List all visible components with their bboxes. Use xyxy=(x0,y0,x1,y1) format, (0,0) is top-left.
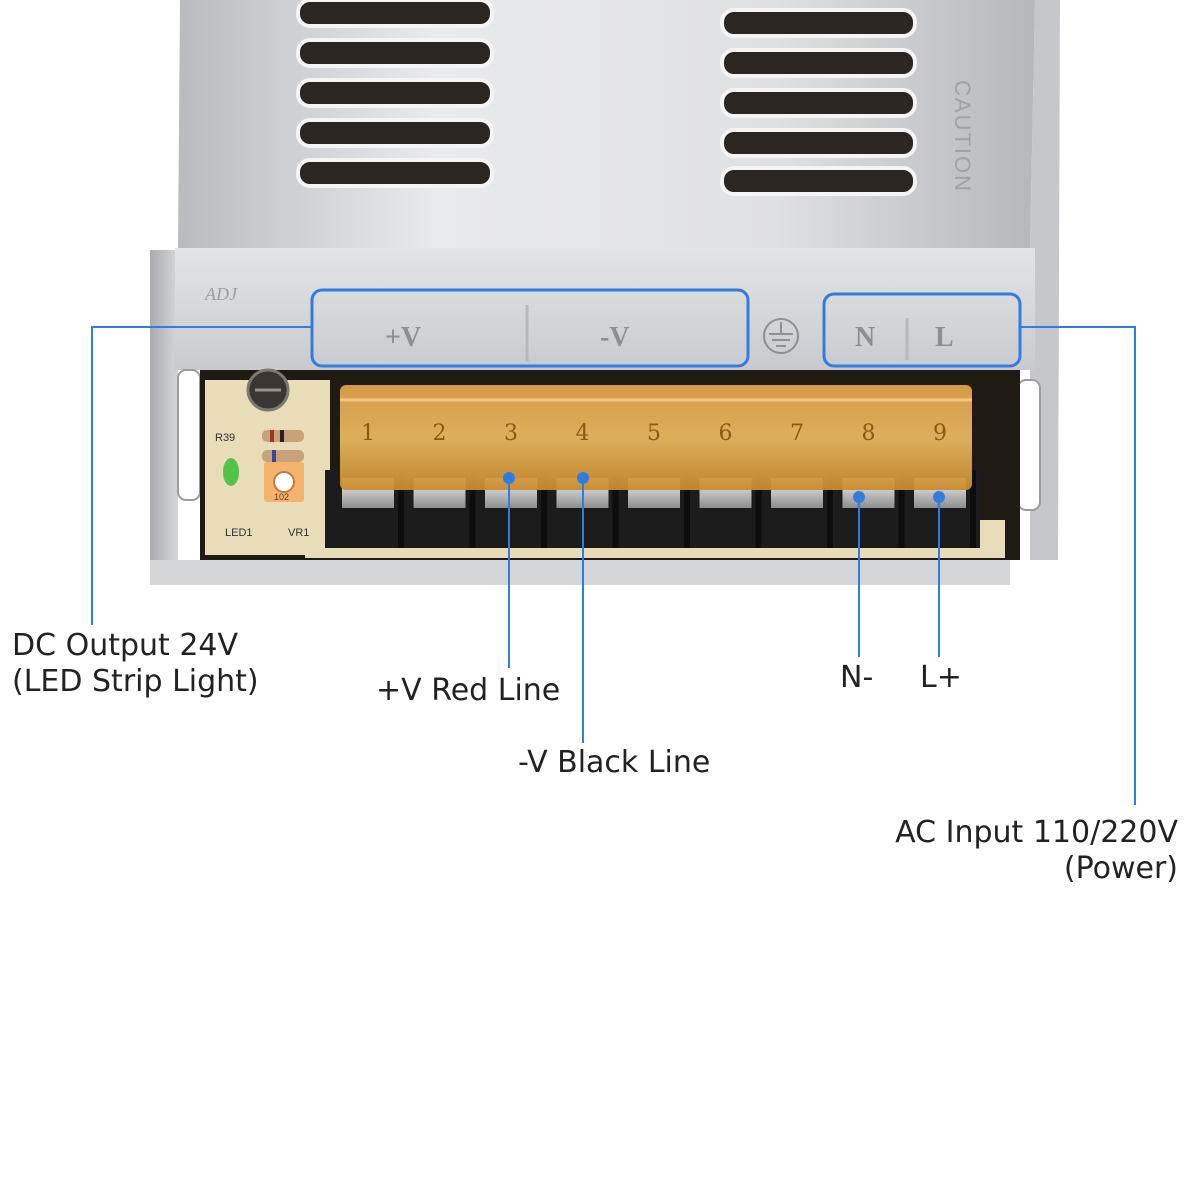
terminal-number: 2 xyxy=(433,421,447,446)
n-marking: N xyxy=(855,322,875,353)
l-marking: L xyxy=(935,322,954,353)
adj-marking: ADJ xyxy=(204,284,238,304)
ground-symbol-icon xyxy=(763,318,799,354)
terminal-number: 7 xyxy=(790,421,804,446)
front-fold xyxy=(175,248,1035,370)
terminal-divider xyxy=(612,470,619,548)
vent-slot xyxy=(296,118,494,148)
dc-output-leader-line xyxy=(91,326,312,625)
vent-slot xyxy=(720,128,917,158)
left-side-panel xyxy=(150,250,178,575)
vent-slot xyxy=(296,158,494,188)
ac-input-leader-line xyxy=(1020,326,1136,805)
vent-slot xyxy=(720,88,917,118)
amber-protective-cover xyxy=(340,385,972,490)
green-led xyxy=(223,458,239,486)
terminal-divider xyxy=(755,470,762,548)
terminal-divider xyxy=(469,470,476,548)
callout-annotations xyxy=(91,288,1136,805)
terminal-divider xyxy=(541,470,547,548)
dc-output-label: DC Output 24V (LED Strip Light) xyxy=(12,628,259,699)
ac-terminal-highlight-box xyxy=(822,292,1022,368)
plus-v-marking: +V xyxy=(385,322,421,353)
front-markings: +V -V N L xyxy=(385,305,954,362)
terminal-divider xyxy=(970,470,976,548)
terminal-number: 5 xyxy=(647,421,661,446)
caution-marking: CAUTION xyxy=(950,80,975,193)
terminal-number: 1 xyxy=(361,421,375,446)
plus-v-dot xyxy=(503,472,515,484)
vent-slot xyxy=(720,166,917,196)
vent-slot xyxy=(296,78,494,108)
vr1-label: VR1 xyxy=(288,527,309,539)
terminal-divider xyxy=(684,470,690,548)
base-plate xyxy=(150,560,1010,585)
vent-slot xyxy=(720,48,917,78)
side-vents xyxy=(177,369,1041,511)
vent-slot xyxy=(296,38,494,68)
minus-v-dot xyxy=(577,472,589,484)
l-plus-label: L+ xyxy=(920,660,962,695)
top-vents xyxy=(296,0,917,196)
minus-v-marking: -V xyxy=(600,322,630,353)
terminal-divider xyxy=(898,470,905,548)
terminal-number: 9 xyxy=(933,421,947,446)
trim-pot-label: 102 xyxy=(274,492,289,502)
callout-dots xyxy=(503,472,945,503)
terminal-block: 1 2 3 4 5 6 7 8 9 xyxy=(325,385,980,548)
r39-label: R39 xyxy=(215,432,235,444)
terminal-number: 4 xyxy=(576,421,590,446)
vent-slot xyxy=(296,0,494,28)
terminal-number: 8 xyxy=(862,421,876,446)
terminal-divider xyxy=(827,470,833,548)
led1-label: LED1 xyxy=(225,527,253,539)
terminal-number: 3 xyxy=(504,421,518,446)
terminal-divider xyxy=(398,470,404,548)
n-minus-label: N- xyxy=(840,660,874,695)
plus-v-red-line-label: +V Red Line xyxy=(376,673,561,708)
n-dot xyxy=(853,491,865,503)
ac-input-label: AC Input 110/220V (Power) xyxy=(895,815,1178,886)
terminal-number: 6 xyxy=(719,421,733,446)
minus-v-black-line-label: -V Black Line xyxy=(518,745,711,780)
l-dot xyxy=(933,491,945,503)
vent-slot xyxy=(720,8,917,38)
